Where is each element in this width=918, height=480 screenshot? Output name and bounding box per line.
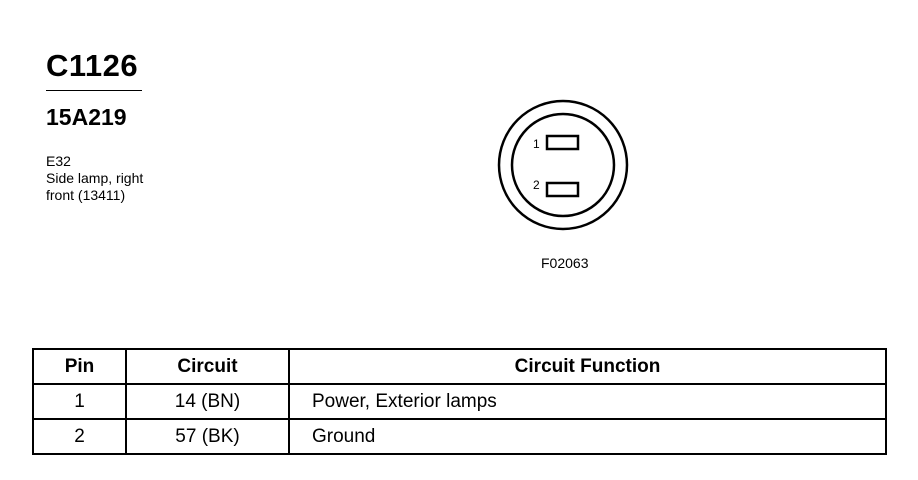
circuit-function-cell: Ground <box>288 418 887 455</box>
part-number: 15A219 <box>46 104 127 130</box>
title-rule <box>46 90 142 91</box>
description-line-location-code: E32 <box>46 153 71 169</box>
pin-cell: 2 <box>32 418 127 455</box>
table-header-row: Pin Circuit Circuit Function <box>32 348 887 385</box>
column-header-pin: Pin <box>32 348 127 385</box>
connector-outer-ring <box>497 99 629 231</box>
description-line-component: Side lamp, right <box>46 170 144 186</box>
table-row: 2 57 (BK) Ground <box>32 418 887 455</box>
table-row: 1 14 (BN) Power, Exterior lamps <box>32 383 887 420</box>
pin-1-terminal <box>545 134 580 151</box>
column-header-circuit: Circuit <box>125 348 290 385</box>
circuit-cell: 57 (BK) <box>125 418 290 455</box>
pin-2-label: 2 <box>533 178 540 192</box>
figure-reference: F02063 <box>541 255 589 271</box>
connector-id: C1126 <box>46 48 139 83</box>
pin-1-label: 1 <box>533 137 540 151</box>
circuit-cell: 14 (BN) <box>125 383 290 420</box>
pin-cell: 1 <box>32 383 127 420</box>
pin-2-terminal <box>545 181 580 198</box>
circuit-function-cell: Power, Exterior lamps <box>288 383 887 420</box>
description-line-position: front (13411) <box>46 187 126 203</box>
connector-face-diagram: 1 2 <box>497 99 629 231</box>
connector-inner-ring <box>510 112 616 218</box>
column-header-circuit-function: Circuit Function <box>288 348 887 385</box>
pinout-table: Pin Circuit Circuit Function 1 14 (BN) P… <box>32 348 887 455</box>
connector-description: E32 Side lamp, right front (13411) <box>46 153 143 204</box>
